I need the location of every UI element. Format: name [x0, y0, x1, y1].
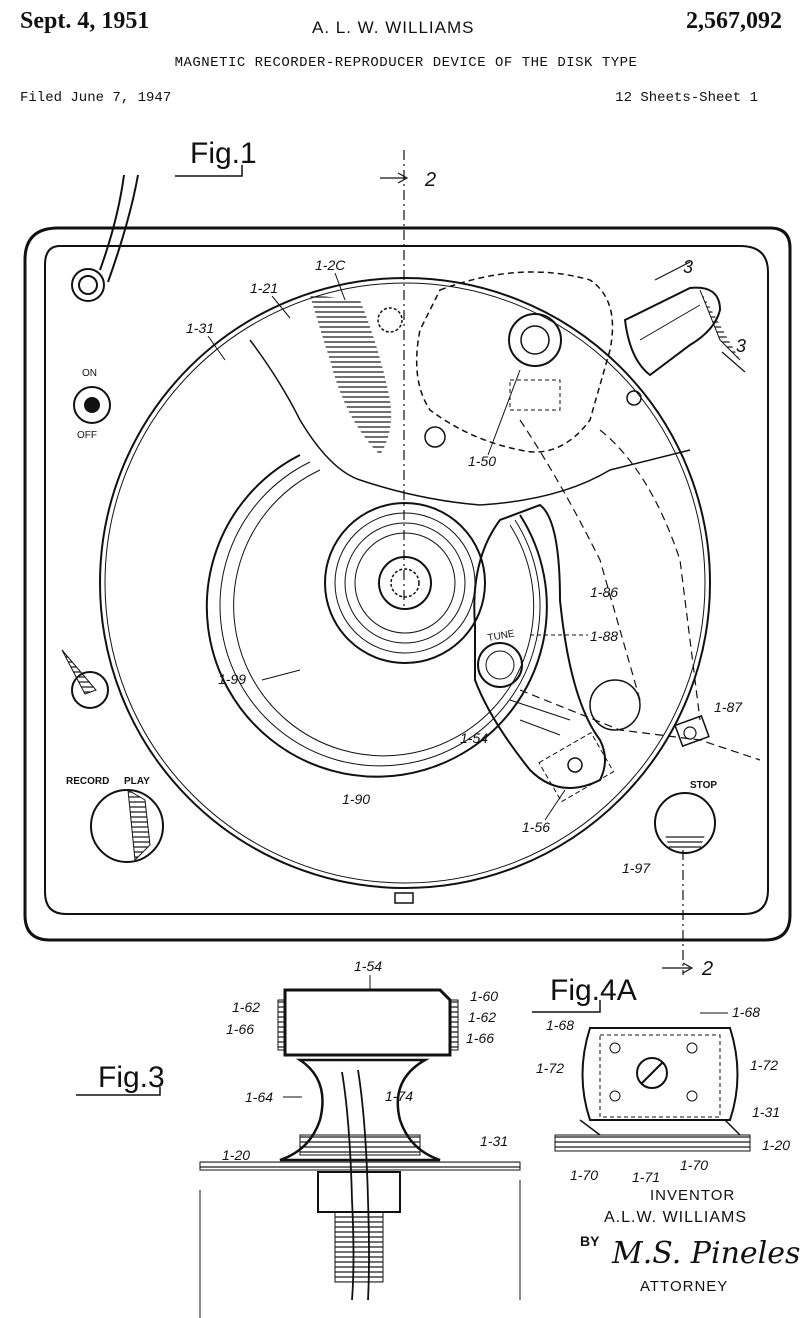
reset-lever	[623, 286, 722, 377]
label-1-87: 1-87	[714, 699, 743, 715]
label-1-54-fig3: 1-54	[354, 958, 382, 974]
mounting-nut	[317, 1171, 401, 1213]
section-mark-bottom: 2	[701, 958, 713, 980]
label-1-54: 1-54	[460, 730, 488, 746]
record-play-selector[interactable]: RECORD PLAY	[66, 776, 164, 863]
spindle-icon	[390, 568, 420, 598]
figure-4a: Fig.4A 1-68 1-68 1-72 1-72 1-31 1-20 1-7…	[532, 974, 790, 1185]
label-1-66-right: 1-66	[466, 1030, 494, 1046]
cabinet-latch	[394, 892, 414, 904]
record-label: RECORD	[66, 776, 109, 787]
label-1-74: 1-74	[385, 1088, 413, 1104]
by-label: BY	[580, 1233, 600, 1249]
section-mark-3a: 3	[683, 257, 693, 277]
power-cord	[99, 174, 139, 283]
label-1-20: 1-2C	[315, 257, 346, 273]
attorney-label: ATTORNEY	[640, 1278, 729, 1295]
power-switch[interactable]: ON OFF	[73, 368, 111, 441]
patent-date: Sept. 4, 1951	[20, 8, 150, 34]
fig4a-title: Fig.4A	[532, 974, 637, 1013]
label-1-70-left: 1-70	[570, 1167, 598, 1183]
label-1-62-left: 1-62	[232, 999, 260, 1015]
knob-pointer-icon	[61, 649, 97, 695]
stop-label: STOP	[690, 780, 717, 791]
label-1-66-left: 1-66	[226, 1021, 254, 1037]
inventor-label: INVENTOR	[650, 1187, 736, 1204]
label-1-90: 1-90	[342, 791, 370, 807]
head-mount	[377, 271, 642, 453]
section-mark-top: 2	[424, 169, 436, 191]
label-1-88: 1-88	[590, 628, 618, 644]
pickup-arm[interactable]: TUNE	[473, 503, 615, 803]
label-1-60: 1-60	[470, 988, 498, 1004]
toggle-icon	[84, 397, 100, 413]
pivot-screw-icon	[567, 757, 583, 773]
tune-label: TUNE	[487, 628, 516, 644]
stop-switch	[674, 714, 710, 748]
label-1-21: 1-21	[250, 280, 278, 296]
label-1-64: 1-64	[245, 1089, 273, 1105]
label-1-62-right: 1-62	[468, 1009, 496, 1025]
knob-neck	[279, 1058, 441, 1162]
label-1-71: 1-71	[632, 1169, 660, 1185]
sheet-count: 12 Sheets-Sheet 1	[615, 90, 758, 106]
figure-1: Fig.1 ON OFF RECORD PLAY	[23, 137, 792, 980]
cap-housing	[283, 988, 452, 1057]
cutaway-edge	[249, 339, 691, 506]
fig3-labels: 1-54 1-62 1-66 1-60 1-62 1-66 1-64 1-74 …	[222, 958, 508, 1163]
label-1-68-right: 1-68	[732, 1004, 760, 1020]
fig3-title: Fig.3	[76, 1061, 165, 1096]
fig1-title: Fig.1	[175, 137, 257, 177]
cabinet-outer	[23, 226, 792, 942]
base-plate	[554, 1134, 751, 1152]
label-1-72-right: 1-72	[750, 1057, 778, 1073]
label-1-72-left: 1-72	[536, 1060, 564, 1076]
label-1-31: 1-31	[186, 320, 214, 336]
label-1-20-fig4a: 1-20	[762, 1137, 790, 1153]
play-label: PLAY	[124, 776, 150, 787]
on-label: ON	[82, 368, 97, 379]
fig1-labels: 1-2C 1-21 1-31 1-50 1-86 1-88 1-99 1-90 …	[186, 257, 743, 876]
stop-knob[interactable]: STOP	[654, 714, 717, 854]
turntable-platter	[99, 277, 711, 889]
adjust-screw-icon	[636, 1057, 668, 1089]
label-1-50: 1-50	[468, 453, 496, 469]
inventor-header: A. L. W. WILLIAMS	[312, 18, 475, 37]
label-1-56: 1-56	[522, 819, 550, 835]
label-1-31-fig4a: 1-31	[752, 1104, 780, 1120]
label-1-99: 1-99	[218, 671, 246, 687]
cord-grommet	[71, 268, 105, 302]
filed-date: Filed June 7, 1947	[20, 90, 172, 106]
label-1-68-left: 1-68	[546, 1017, 574, 1033]
fig3-title-text: Fig.3	[98, 1061, 165, 1094]
patent-title: MAGNETIC RECORDER-REPRODUCER DEVICE OF T…	[174, 55, 638, 71]
off-label: OFF	[77, 430, 97, 441]
label-1-70-right: 1-70	[680, 1157, 708, 1173]
fig4a-labels: 1-68 1-68 1-72 1-72 1-31 1-20 1-70 1-71 …	[536, 1004, 790, 1185]
patent-number: 2,567,092	[686, 8, 782, 34]
label-1-31-fig3: 1-31	[480, 1133, 508, 1149]
head-block	[581, 1027, 739, 1121]
threaded-shaft	[334, 1211, 384, 1283]
label-1-20-fig3: 1-20	[222, 1147, 250, 1163]
top-plate	[199, 1161, 521, 1171]
section-mark-3b: 3	[736, 336, 746, 356]
cabinet-inner	[44, 245, 769, 915]
label-1-97: 1-97	[622, 860, 651, 876]
figure-3: Fig.3 1-54 1-62 1-66 1-60 1-62 1-66 1-64	[76, 958, 521, 1318]
label-1-86: 1-86	[590, 584, 618, 600]
tune-knob[interactable]	[477, 642, 523, 688]
attorney-signature: M.S. Pineles	[612, 1236, 801, 1271]
fig1-title-text: Fig.1	[190, 137, 257, 170]
inventor-name: A.L.W. WILLIAMS	[604, 1209, 748, 1226]
idler-wheel	[589, 679, 641, 731]
cable	[341, 1069, 370, 1301]
volume-knob[interactable]	[61, 649, 109, 709]
fig4a-title-text: Fig.4A	[550, 974, 637, 1007]
